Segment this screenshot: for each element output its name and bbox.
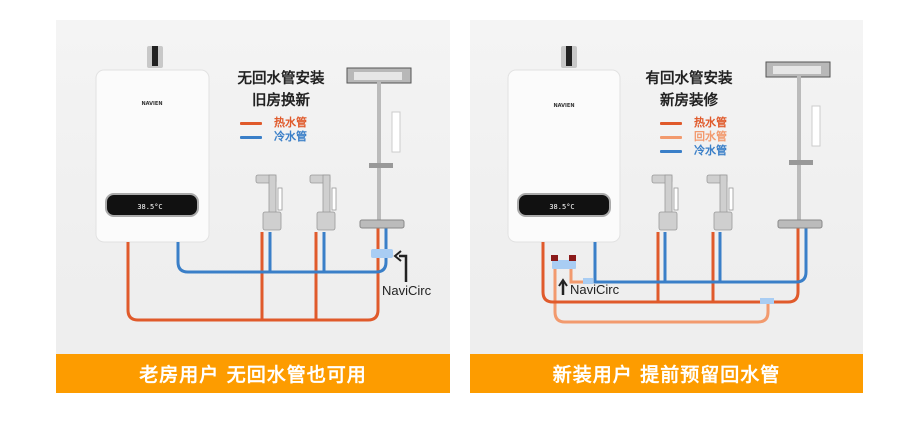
navicirc-label: NaviCirc: [382, 283, 432, 298]
diagram-panel-with-return-pipe: 38.5°C NAVIEN: [470, 20, 863, 393]
title-line-2: 新房装修: [660, 93, 718, 109]
tee-connector: [760, 298, 774, 304]
shower-set: [765, 61, 831, 229]
legend-item-cold: 冷水管: [240, 130, 307, 144]
hot-water-pipes: [126, 222, 380, 322]
svg-text:38.5°C: 38.5°C: [549, 203, 574, 211]
banner-text: 新装用户 提前预留回水管: [552, 364, 781, 386]
plumbing-scene: 38.5°C NAVIEN: [95, 46, 412, 322]
navicirc-valve: [371, 249, 393, 258]
legend-item-hot: 热水管: [660, 116, 727, 130]
banner-caption: 新装用户 提前预留回水管: [470, 354, 863, 393]
faucet-2: [706, 174, 734, 231]
flue-pipe-icon: [561, 46, 577, 68]
flue-pipe-icon: [147, 46, 163, 68]
legend-item-return: 回水管: [660, 130, 727, 144]
svg-text:38.5°C: 38.5°C: [137, 203, 162, 211]
title-line-1: 有回水管安装: [645, 71, 733, 87]
water-heater: 38.5°C NAVIEN: [95, 69, 210, 243]
cold-water-pipes: [593, 222, 808, 284]
svg-text:NAVIEN: NAVIEN: [141, 101, 162, 107]
diagram-panel-no-return-pipe: 38.5°C NAVIEN: [56, 20, 450, 393]
hot-pipe-swatch: [660, 121, 682, 125]
cold-pipe-swatch: [660, 149, 682, 153]
title-line-1: 无回水管安装: [237, 71, 325, 87]
navicirc-valve: [551, 255, 593, 284]
arrow-up-icon: [558, 278, 568, 295]
cold-pipe-swatch: [240, 135, 262, 139]
navicirc-label: NaviCirc: [570, 282, 620, 297]
water-heater: 38.5°C NAVIEN: [507, 69, 621, 243]
panel-title: 无回水管安装 旧房换新: [226, 68, 336, 112]
plumbing-scene: 38.5°C NAVIEN: [507, 46, 831, 324]
svg-text:NAVIEN: NAVIEN: [553, 103, 574, 109]
legend-item-cold: 冷水管: [660, 144, 727, 158]
banner-caption: 老房用户 无回水管也可用: [56, 354, 450, 393]
return-water-pipes: [553, 268, 770, 324]
banner-text: 老房用户 无回水管也可用: [139, 364, 367, 386]
title-line-2: 旧房换新: [252, 93, 310, 109]
legend-item-hot: 热水管: [240, 116, 307, 130]
cold-water-pipes: [176, 222, 388, 274]
shower-set: [346, 67, 412, 229]
arrow-up-icon: [393, 250, 408, 282]
faucet-1: [651, 174, 679, 231]
faucet-1: [255, 174, 283, 231]
hot-pipe-swatch: [240, 121, 262, 125]
pipe-legend: 热水管 冷水管: [240, 116, 307, 144]
faucet-2: [309, 174, 337, 231]
return-pipe-swatch: [660, 135, 682, 139]
pipe-legend: 热水管 回水管 冷水管: [660, 116, 727, 158]
hot-water-pipes: [541, 222, 800, 304]
panel-title: 有回水管安装 新房装修: [634, 68, 744, 112]
